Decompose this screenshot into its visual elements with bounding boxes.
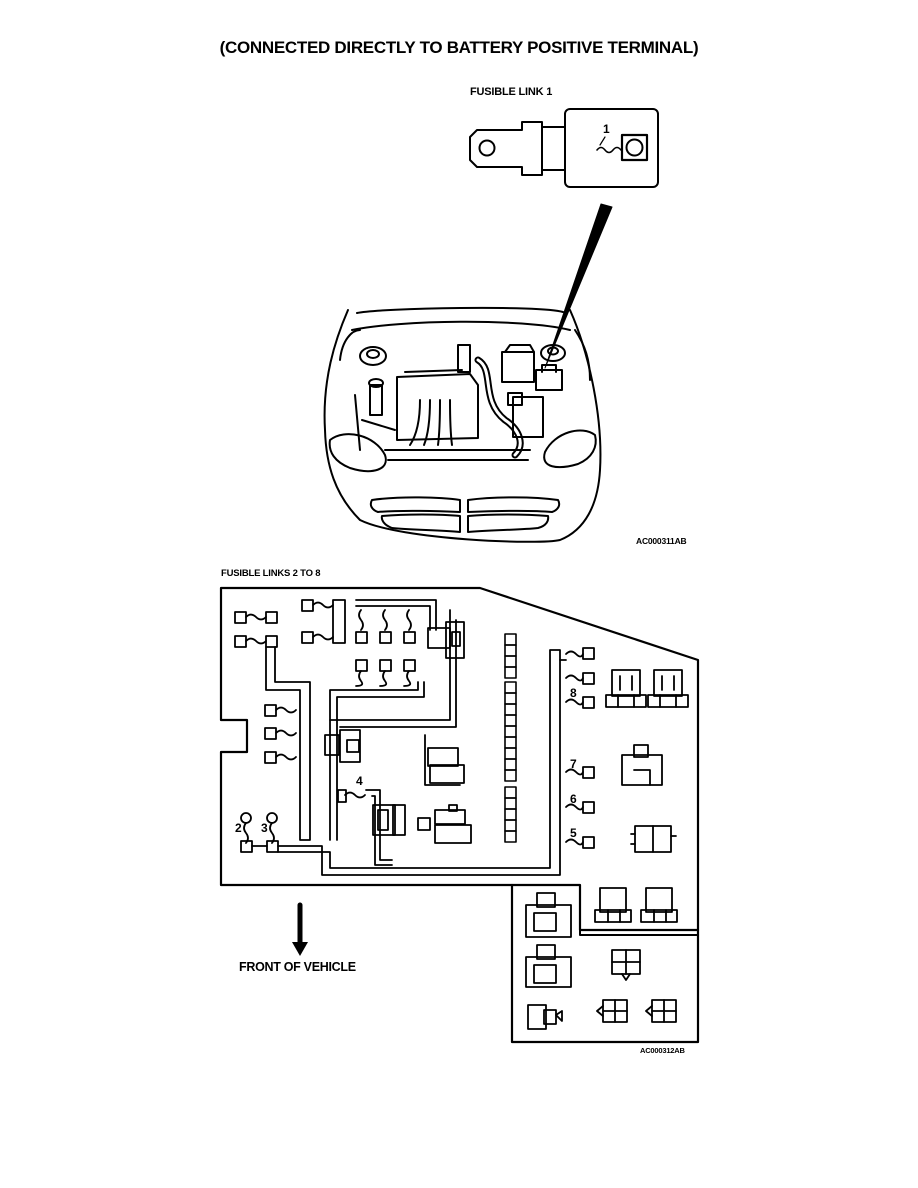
link-number-8: 8 [570,686,577,700]
pointer-wedge [544,203,613,369]
fusible-link-1-inset [469,108,659,188]
page-title: (CONNECTED DIRECTLY TO BATTERY POSITIVE … [219,38,699,57]
fusible-link-1-label: FUSIBLE LINK 1 [470,86,553,98]
fuse-box-outline [219,586,700,1044]
figure-2-code: AC000312AB [640,1046,685,1055]
car-front-illustration [323,306,602,543]
figure-1-code: AC000311AB [636,536,687,546]
link-number-3: 3 [261,821,268,835]
front-arrow-icon [292,902,308,956]
link-number-4: 4 [356,774,363,788]
fuse-links-left [234,599,689,1030]
link-number-7: 7 [570,757,577,771]
front-of-vehicle-label: FRONT OF VEHICLE [239,960,356,974]
link-number-6: 6 [570,792,577,806]
link-number-5: 5 [570,826,577,840]
fusible-links-2-8-label: FUSIBLE LINKS 2 TO 8 [221,568,321,579]
callout-number-1: 1 [603,122,610,136]
link-number-2: 2 [235,821,242,835]
